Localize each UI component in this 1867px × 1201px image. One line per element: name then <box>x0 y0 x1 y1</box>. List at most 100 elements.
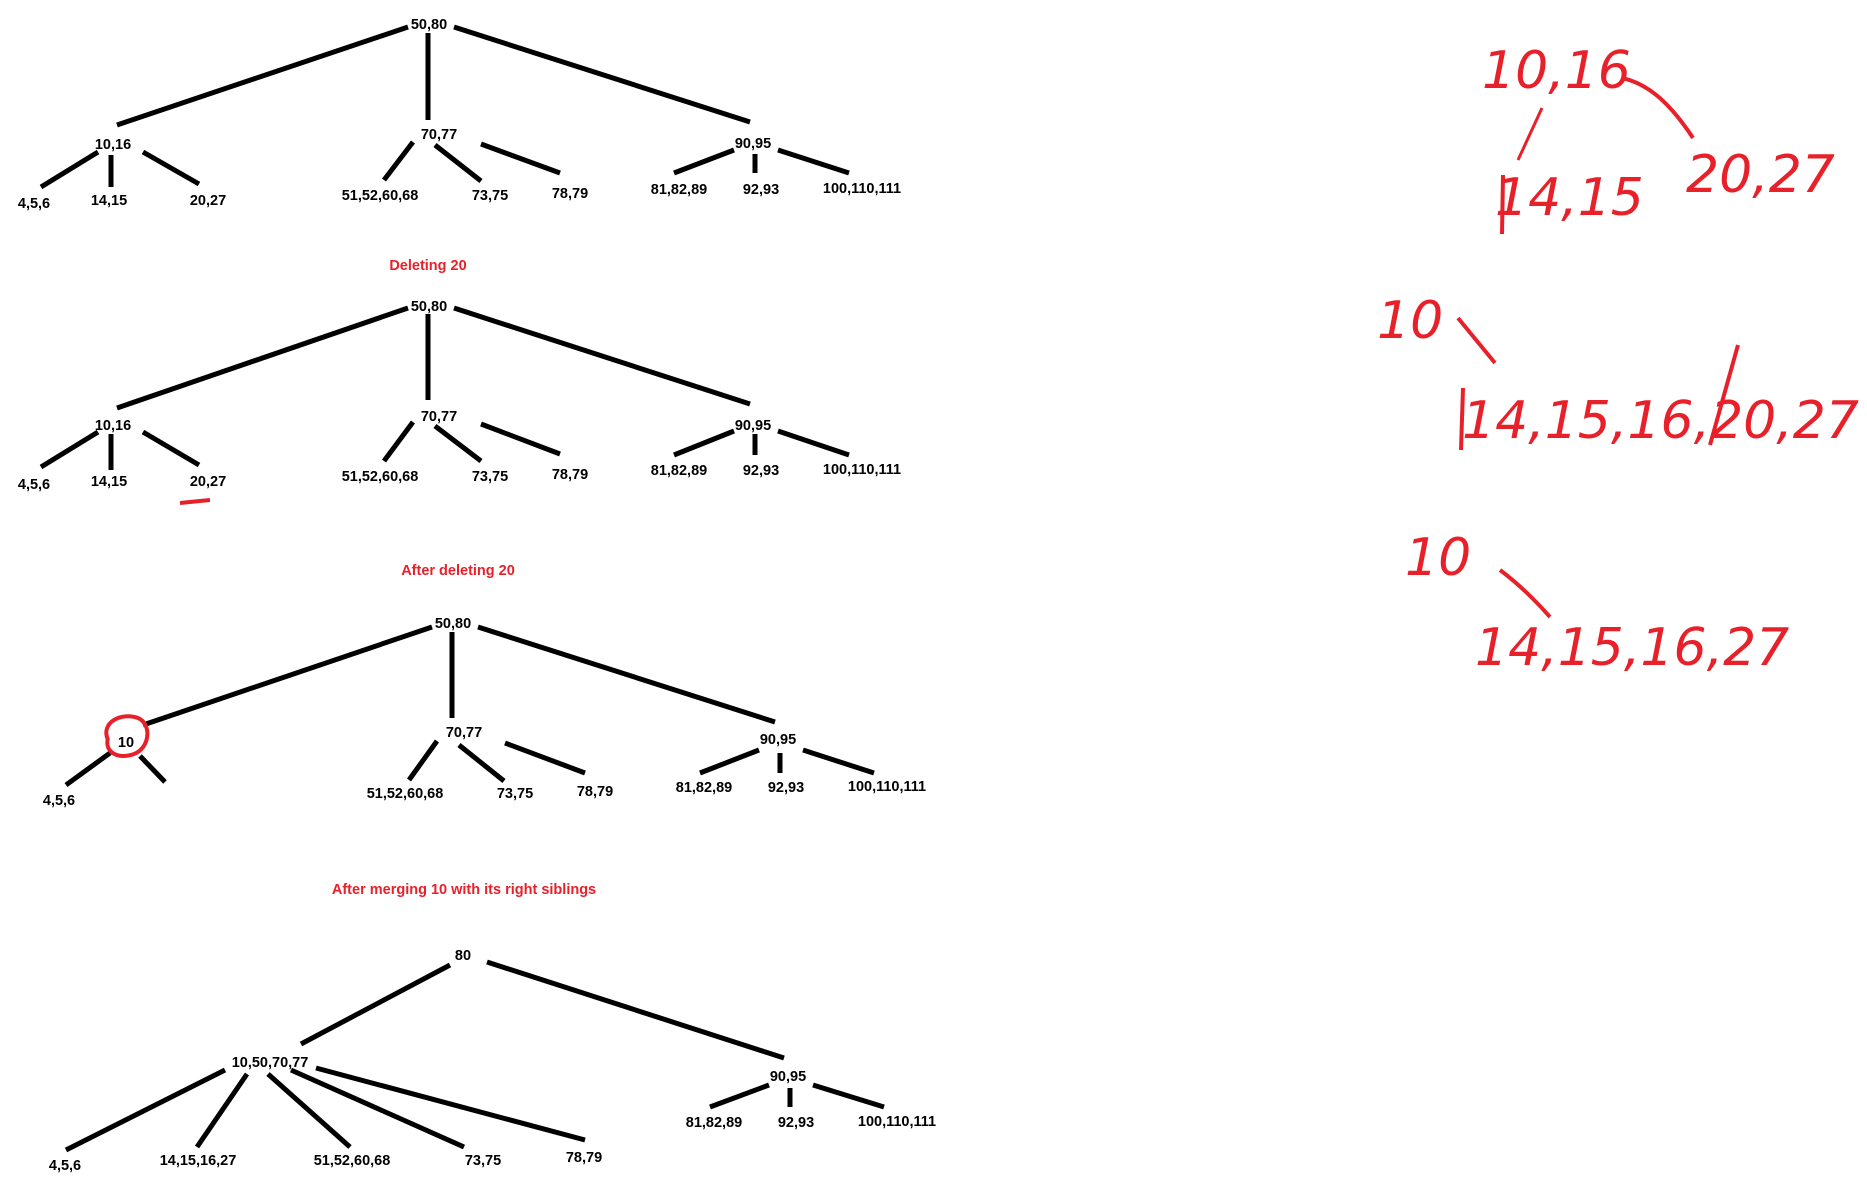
tree-after-delete-labels: 50,80 10 70,77 90,95 4,5,6 51,52,60,68 7… <box>43 616 926 809</box>
tree1-leaf: 51,52,60,68 <box>342 188 419 204</box>
tree2-leaf: 78,79 <box>552 467 588 483</box>
edge <box>777 428 850 458</box>
tree2-leaf: 4,5,6 <box>18 477 50 493</box>
tree2-leaf: 100,110,111 <box>823 462 901 478</box>
tree1-node-middle: 70,77 <box>421 127 457 143</box>
edge-root-left <box>142 624 433 728</box>
tree1-leaf: 81,82,89 <box>651 182 707 198</box>
edge-root-right <box>477 624 776 725</box>
tree4-leaf: 73,75 <box>465 1153 501 1169</box>
annotation-parent: 10 <box>1405 528 1471 588</box>
tree3-leaf: 78,79 <box>577 784 613 800</box>
edge <box>141 429 201 468</box>
edge <box>673 147 735 176</box>
tree-after-merge <box>64 959 885 1153</box>
caption-after-merging: After merging 10 with its right siblings <box>332 882 596 898</box>
edge <box>138 754 167 784</box>
edge <box>673 428 735 458</box>
tree2-leaf-target: 20,27 <box>190 474 226 490</box>
tree2-node-root: 50,80 <box>411 299 447 315</box>
tree4-leaf: 92,93 <box>778 1115 814 1131</box>
tree3-leaf: 81,82,89 <box>676 780 732 796</box>
tree2-leaf: 14,15 <box>91 474 127 490</box>
tree2-leaf: 73,75 <box>472 469 508 485</box>
tree1-node-root: 50,80 <box>411 17 447 33</box>
edge <box>1516 107 1544 161</box>
tree-initial <box>39 24 850 190</box>
tree-deleting <box>39 305 850 470</box>
edge <box>433 424 483 463</box>
tree3-node-middle: 70,77 <box>446 725 482 741</box>
edge <box>266 1072 352 1149</box>
tree4-leaf: 81,82,89 <box>686 1115 742 1131</box>
edge <box>709 1082 770 1110</box>
tree1-leaf: 92,93 <box>743 182 779 198</box>
tree2-node-middle: 70,77 <box>421 409 457 425</box>
tree3-node-left: 10 <box>118 735 134 751</box>
tree4-leaf: 4,5,6 <box>49 1158 81 1174</box>
strike-mark <box>1500 174 1505 235</box>
tree4-leaf: 14,15,16,27 <box>160 1153 237 1169</box>
edge <box>39 149 100 190</box>
tree1-node-left: 10,16 <box>95 137 131 153</box>
tree4-node-root: 80 <box>455 948 471 964</box>
tree2-leaf: 51,52,60,68 <box>342 469 419 485</box>
annotation-child: 14,15,16,27 <box>1475 618 1789 678</box>
tree-initial-labels: 50,80 10,16 70,77 90,95 4,5,6 14,15 20,2… <box>18 17 901 212</box>
tree3-node-right: 90,95 <box>760 732 796 748</box>
underline-mark <box>179 498 211 505</box>
edge <box>1621 76 1695 140</box>
edge <box>141 149 201 187</box>
tree4-leaf: 78,79 <box>566 1150 602 1166</box>
tree2-node-left: 10,16 <box>95 418 131 434</box>
edge <box>802 747 875 776</box>
edge <box>433 143 483 183</box>
tree1-leaf: 100,110,111 <box>823 181 901 197</box>
annotation-left-child: 14,15 <box>1495 168 1644 228</box>
edge-root-left <box>116 24 409 128</box>
caption-deleting-20: Deleting 20 <box>389 258 466 274</box>
edge <box>812 1082 885 1110</box>
strike-mark <box>1459 387 1465 451</box>
caption-after-deleting-20: After deleting 20 <box>401 563 515 579</box>
tree-deleting-labels: 50,80 10,16 70,77 90,95 4,5,6 14,15 20,2… <box>18 299 901 493</box>
edge <box>1498 568 1552 619</box>
tree2-leaf: 92,93 <box>743 463 779 479</box>
edge-root-left <box>116 305 409 411</box>
tree4-leaf: 100,110,111 <box>858 1114 936 1130</box>
edge-root-right <box>486 959 785 1061</box>
edge <box>64 750 112 788</box>
edge <box>289 1067 466 1150</box>
tree3-leaf: 100,110,111 <box>848 779 926 795</box>
edge <box>406 739 440 782</box>
edge <box>457 743 506 783</box>
highlight-circle <box>104 714 150 758</box>
edge <box>699 747 760 776</box>
edge <box>315 1065 586 1143</box>
edge <box>480 421 561 457</box>
tree3-leaf: 4,5,6 <box>43 793 75 809</box>
tree2-leaf: 81,82,89 <box>651 463 707 479</box>
annotation-right-child: 20,27 <box>1686 145 1835 205</box>
tree2-node-right: 90,95 <box>735 418 771 434</box>
tree3-node-root: 50,80 <box>435 616 471 632</box>
tree4-leaf: 51,52,60,68 <box>314 1153 391 1169</box>
tree-after-delete <box>64 624 875 788</box>
edge <box>39 429 100 470</box>
edge <box>777 147 850 176</box>
annotation-parent: 10,16 <box>1482 41 1631 101</box>
annotation-parent: 10 <box>1377 291 1443 351</box>
annotation-step2: 10 14,15,16,20,27 <box>1377 291 1859 451</box>
edge-root-right <box>453 305 751 407</box>
edge <box>504 740 586 776</box>
edge-root-right <box>453 24 751 125</box>
edge <box>64 1067 227 1153</box>
tree3-leaf: 51,52,60,68 <box>367 786 444 802</box>
tree3-leaf: 92,93 <box>768 780 804 796</box>
tree3-leaf: 73,75 <box>497 786 533 802</box>
tree1-leaf: 14,15 <box>91 193 127 209</box>
strike-mark <box>1708 344 1740 446</box>
annotation-step1: 10,16 14,15 20,27 <box>1482 41 1835 235</box>
tree1-leaf: 78,79 <box>552 186 588 202</box>
